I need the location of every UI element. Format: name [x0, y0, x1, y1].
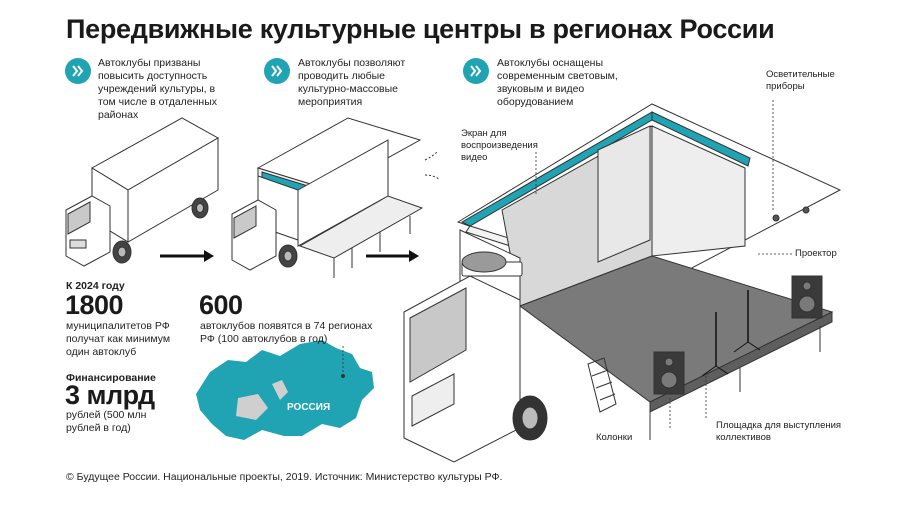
truck-open-stage-illustration [403, 103, 842, 463]
funding-value: 3 млрд [65, 380, 155, 410]
label-speakers: Колонки [596, 432, 633, 443]
note-accessibility: Автоклубы призваны повысить доступность … [98, 57, 218, 121]
label-projector: Проектор [795, 248, 837, 259]
municipalities-value: 1800 [65, 290, 124, 320]
note-equipment: Автоклубы оснащены современным световым,… [497, 57, 618, 108]
chevron-right-icon [463, 58, 489, 84]
funding-label: Финансирование [66, 372, 156, 384]
chevron-right-icon [65, 58, 91, 84]
truck-opening-illustration [231, 117, 440, 278]
arrow-right-icon [366, 250, 419, 262]
label-screen: Экран для воспроизведения видео [461, 128, 538, 163]
arrow-right-icon [160, 250, 214, 262]
clubs-value: 600 [199, 290, 243, 320]
map-label: РОССИЯ [287, 402, 331, 413]
page-title: Передвижные культурные центры в регионах… [66, 14, 775, 44]
by-2024-label: К 2024 году [66, 280, 125, 292]
note-events: Автоклубы позволяют проводить любые куль… [298, 57, 406, 108]
truck-closed-illustration [65, 117, 220, 267]
label-lighting: Осветительные приборы [766, 69, 835, 92]
russia-map [196, 340, 374, 440]
chevron-right-icon [264, 58, 290, 84]
funding-text: рублей (500 млн рублей в год) [66, 409, 147, 434]
municipalities-text: муниципалитетов РФ получат как минимум о… [66, 320, 171, 358]
label-stage: Площадка для выступления коллективов [716, 420, 842, 443]
footer-source: © Будущее России. Национальные проекты, … [66, 471, 503, 483]
clubs-text: автоклубов появятся в 74 регионах РФ (10… [200, 320, 373, 345]
